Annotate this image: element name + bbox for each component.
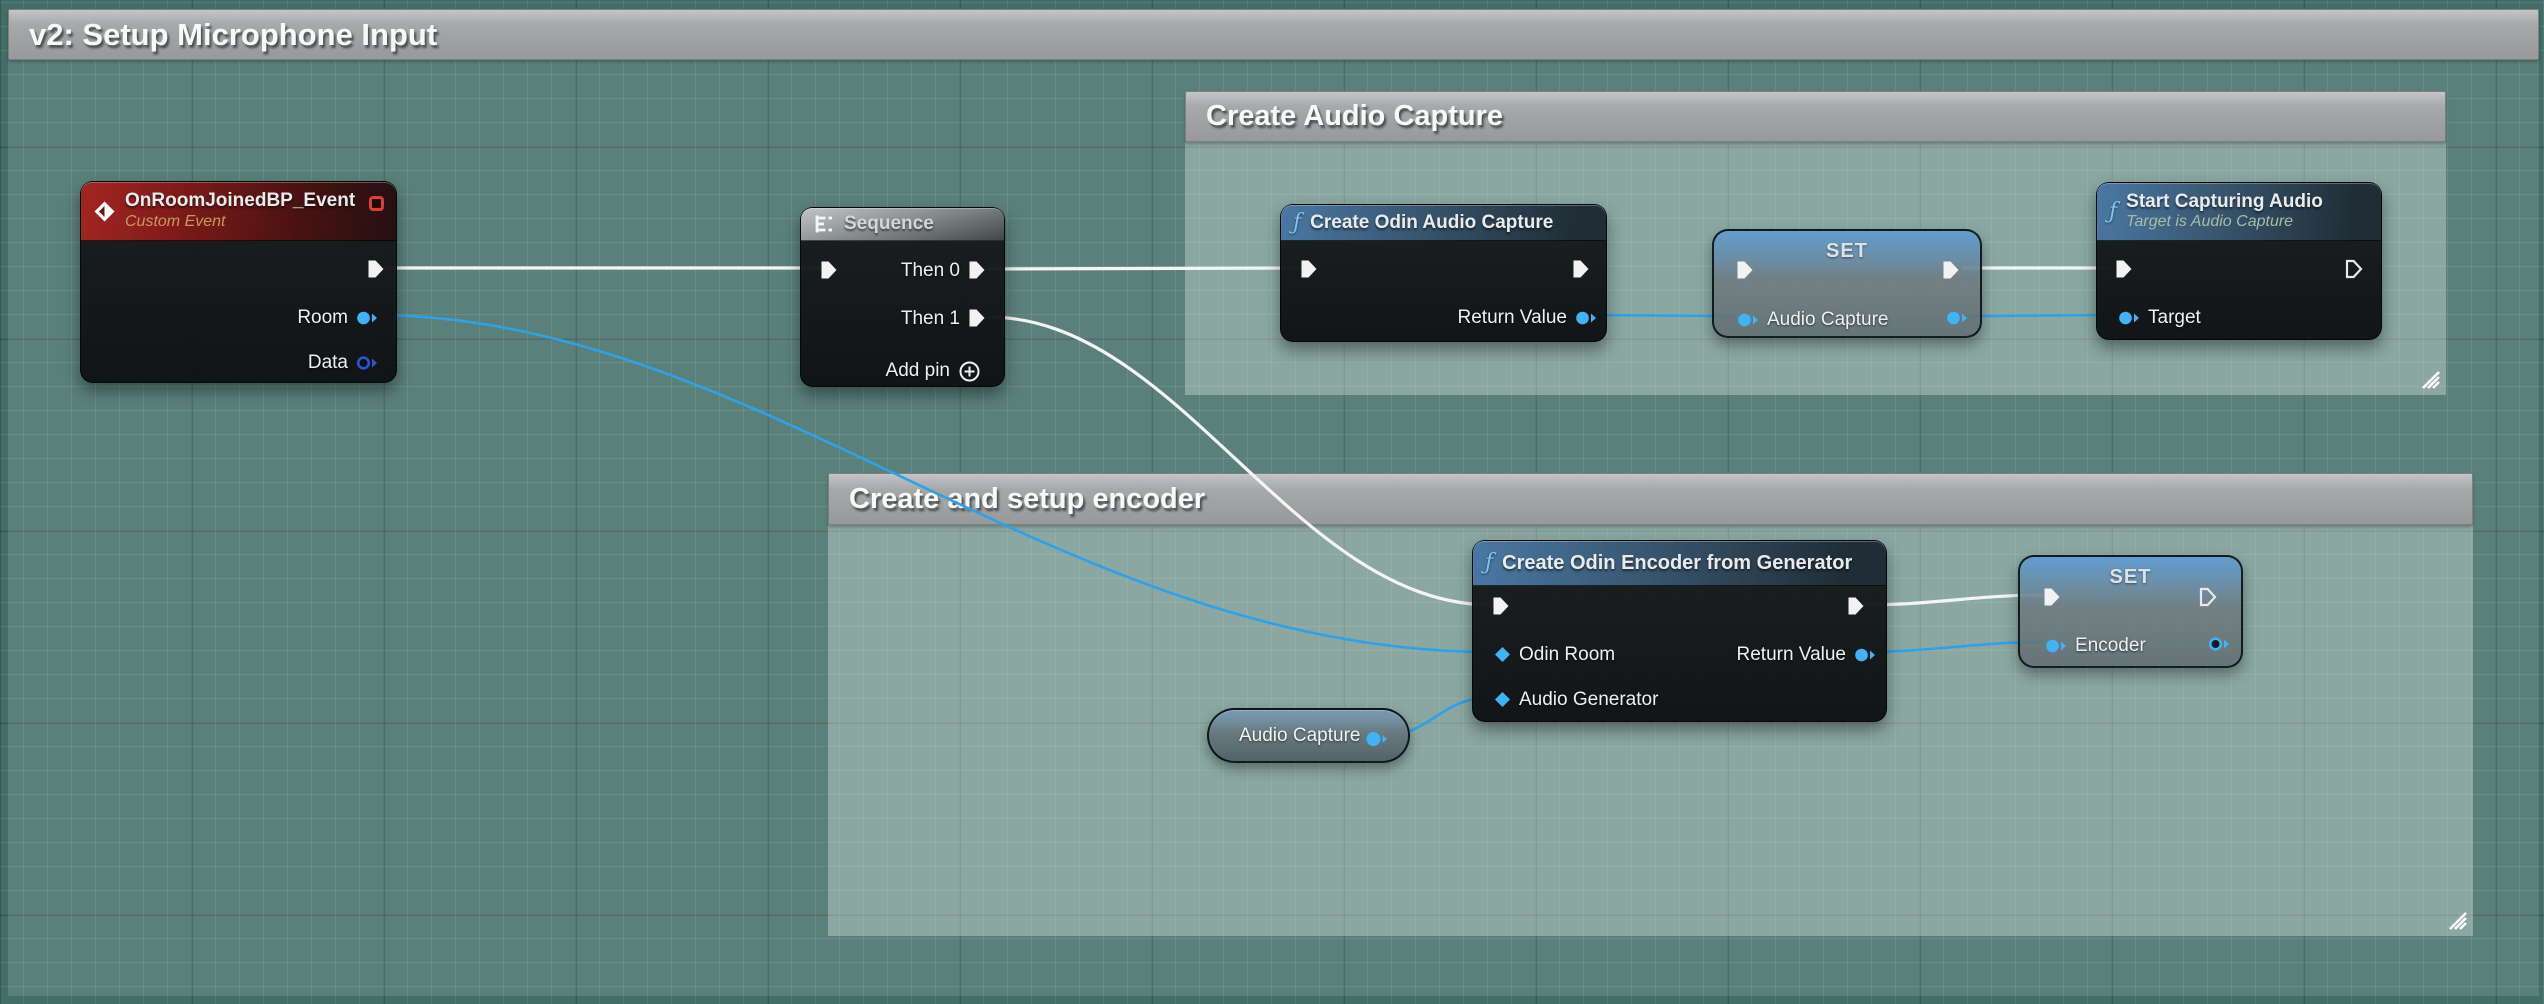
node-set-audio-capture[interactable]: SET Audio Capture (1712, 229, 1982, 338)
audio-capture-input-pin[interactable]: Audio Capture (1737, 310, 1888, 329)
node-title: Start Capturing Audio (2126, 190, 2323, 212)
comment-audio-capture-header[interactable]: Create Audio Capture (1185, 91, 2446, 142)
exec-output-pin[interactable] (1572, 259, 1590, 279)
encoder-input-pin[interactable]: Encoder (2045, 636, 2146, 655)
node-title: SET (2109, 566, 2152, 588)
node-title: Create Odin Encoder from Generator (1502, 551, 1853, 574)
node-subtitle: Custom Event (125, 212, 226, 230)
resize-handle-icon[interactable] (2446, 909, 2468, 931)
node-title: Create Odin Audio Capture (1310, 211, 1554, 233)
encoder-output-pin-unconnected[interactable] (2208, 636, 2230, 652)
return-value-pin[interactable]: Return Value (1458, 308, 1598, 327)
exec-output-pin[interactable] (1847, 596, 1865, 616)
node-title: Sequence (844, 213, 934, 234)
data-output-pin[interactable]: Data (308, 353, 378, 372)
node-create-odin-audio-capture[interactable]: ƒ Create Odin Audio Capture Return Value (1280, 204, 1607, 342)
exec-input-pin[interactable] (820, 260, 838, 280)
audio-capture-output-pin[interactable] (1946, 310, 1968, 326)
resize-handle-icon[interactable] (2419, 368, 2441, 390)
exec-input-pin[interactable] (2043, 587, 2061, 607)
node-create-odin-encoder[interactable]: ƒ Create Odin Encoder from Generator Odi… (1472, 540, 1887, 722)
node-onroomjoined-event[interactable]: OnRoomJoinedBP_Event Custom Event Room D… (80, 181, 397, 383)
exec-input-pin[interactable] (1492, 596, 1510, 616)
add-pin-icon (959, 361, 980, 381)
function-icon: ƒ (1293, 209, 1302, 235)
node-set-encoder[interactable]: SET Encoder (2018, 555, 2243, 668)
return-value-pin[interactable]: Return Value (1737, 645, 1877, 664)
comment-encoder-header[interactable]: Create and setup encoder (828, 473, 2473, 525)
node-title: SET (1826, 240, 1868, 262)
comment-v2-header[interactable]: v2: Setup Microphone Input (8, 9, 2539, 60)
node-sequence[interactable]: Sequence Then 0 Then 1 Add pin (800, 207, 1005, 387)
then1-output-pin[interactable]: Then 1 (901, 308, 986, 328)
room-output-pin[interactable]: Room (297, 308, 378, 327)
target-input-pin[interactable]: Target (2118, 308, 2201, 327)
audio-generator-input-pin[interactable]: Audio Generator (1494, 690, 1658, 709)
sequence-icon (815, 215, 832, 233)
variable-label: Audio Capture (1239, 724, 1361, 746)
custom-event-icon (94, 201, 115, 221)
exec-input-pin[interactable] (1736, 260, 1754, 280)
exec-output-pin[interactable] (1942, 260, 1960, 280)
comment-audio-capture-title: Create Audio Capture (1206, 100, 1504, 132)
event-enabled-badge[interactable] (369, 196, 384, 211)
then0-output-pin[interactable]: Then 0 (901, 260, 986, 280)
add-pin-button[interactable]: Add pin (886, 360, 980, 382)
exec-output-pin-unconnected[interactable] (2345, 259, 2363, 279)
exec-input-pin[interactable] (1300, 259, 1318, 279)
function-icon: ƒ (2109, 198, 2118, 224)
audio-capture-output-pin[interactable] (1366, 731, 1388, 747)
node-audio-capture-getter[interactable]: Audio Capture (1207, 708, 1410, 763)
comment-v2-title: v2: Setup Microphone Input (29, 16, 438, 52)
odin-room-input-pin[interactable]: Odin Room (1494, 645, 1615, 664)
node-start-capturing-audio[interactable]: ƒ Start Capturing Audio Target is Audio … (2096, 182, 2382, 340)
exec-output-pin[interactable] (367, 259, 385, 279)
node-subtitle: Target is Audio Capture (2126, 213, 2294, 231)
comment-encoder-title: Create and setup encoder (849, 482, 1206, 515)
exec-input-pin[interactable] (2115, 259, 2133, 279)
function-icon: ƒ (1485, 550, 1494, 575)
node-title: OnRoomJoinedBP_Event (125, 190, 356, 212)
exec-output-pin-unconnected[interactable] (2199, 587, 2217, 607)
